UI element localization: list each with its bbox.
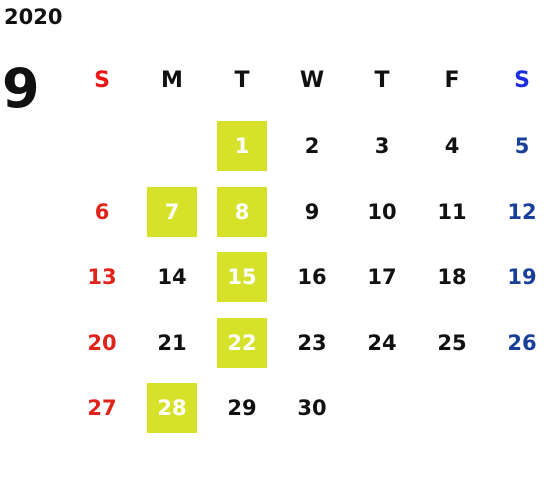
- day-number: [497, 383, 547, 433]
- weekday-header-mon: M: [161, 68, 183, 94]
- day-cell[interactable]: 28: [137, 376, 207, 442]
- day-number: 14: [157, 265, 187, 290]
- day-number: 9: [304, 199, 320, 224]
- day-number: 25: [437, 330, 467, 355]
- day-number: 15: [217, 252, 267, 303]
- day-number: 11: [437, 199, 467, 224]
- day-cell[interactable]: 26: [487, 310, 548, 376]
- month-number: 9: [2, 57, 40, 120]
- day-cell[interactable]: 11: [417, 179, 487, 245]
- day-number: 29: [227, 396, 257, 421]
- day-cell[interactable]: 18: [417, 245, 487, 311]
- day-cell[interactable]: 1: [207, 114, 277, 180]
- day-number: [147, 121, 197, 171]
- day-number: 5: [514, 134, 530, 159]
- weekday-header-sun: S: [94, 68, 110, 94]
- day-cell[interactable]: 7: [137, 179, 207, 245]
- day-number: 26: [507, 330, 537, 355]
- weekday-header-sat: S: [514, 68, 530, 94]
- day-number: 3: [374, 134, 390, 159]
- day-number: 7: [147, 186, 197, 237]
- day-cell[interactable]: 10: [347, 179, 417, 245]
- day-number: 12: [507, 199, 537, 224]
- day-number: 6: [94, 199, 110, 224]
- day-cell[interactable]: 29: [207, 376, 277, 442]
- day-cell[interactable]: 22: [207, 310, 277, 376]
- day-number: 21: [157, 330, 187, 355]
- day-cell[interactable]: 19: [487, 245, 548, 311]
- weekday-header-fri: F: [444, 68, 460, 94]
- day-cell[interactable]: 4: [417, 114, 487, 180]
- weekday-header-tue: T: [234, 68, 250, 94]
- day-number: [77, 121, 127, 171]
- weekday-header-wed: W: [299, 68, 325, 94]
- empty-cell: [487, 376, 548, 442]
- day-number: 16: [297, 265, 327, 290]
- day-number: 22: [217, 317, 267, 368]
- day-number: 24: [367, 330, 397, 355]
- day-cell[interactable]: 5: [487, 114, 548, 180]
- empty-cell: [137, 114, 207, 180]
- day-number: 8: [217, 186, 267, 237]
- day-cell[interactable]: 3: [347, 114, 417, 180]
- day-number: [427, 383, 477, 433]
- day-cell[interactable]: 15: [207, 245, 277, 311]
- day-cell[interactable]: 8: [207, 179, 277, 245]
- day-cell[interactable]: 21: [137, 310, 207, 376]
- day-cell[interactable]: 24: [347, 310, 417, 376]
- empty-cell: [347, 376, 417, 442]
- day-number: 2: [304, 134, 320, 159]
- day-number: 30: [297, 396, 327, 421]
- year-label: 2020: [4, 5, 63, 29]
- day-cell[interactable]: 17: [347, 245, 417, 311]
- day-cell[interactable]: 25: [417, 310, 487, 376]
- day-cell[interactable]: 6: [67, 179, 137, 245]
- day-number: 17: [367, 265, 397, 290]
- day-number: 23: [297, 330, 327, 355]
- day-number: 20: [87, 330, 117, 355]
- day-number: 13: [87, 265, 117, 290]
- day-number: 1: [217, 121, 267, 172]
- day-cell[interactable]: 27: [67, 376, 137, 442]
- day-cell[interactable]: 14: [137, 245, 207, 311]
- day-cell[interactable]: 9: [277, 179, 347, 245]
- day-number: 27: [87, 396, 117, 421]
- day-number: 4: [444, 134, 460, 159]
- day-number: 10: [367, 199, 397, 224]
- day-cell[interactable]: 30: [277, 376, 347, 442]
- day-cell[interactable]: 12: [487, 179, 548, 245]
- empty-cell: [67, 114, 137, 180]
- day-cell[interactable]: 16: [277, 245, 347, 311]
- weekday-header-thu: T: [374, 68, 390, 94]
- day-number: 19: [507, 265, 537, 290]
- empty-cell: [417, 376, 487, 442]
- day-number: 18: [437, 265, 467, 290]
- day-cell[interactable]: 20: [67, 310, 137, 376]
- day-cell[interactable]: 2: [277, 114, 347, 180]
- day-number: 28: [147, 383, 197, 434]
- day-cell[interactable]: 13: [67, 245, 137, 311]
- day-number: [357, 383, 407, 433]
- day-cell[interactable]: 23: [277, 310, 347, 376]
